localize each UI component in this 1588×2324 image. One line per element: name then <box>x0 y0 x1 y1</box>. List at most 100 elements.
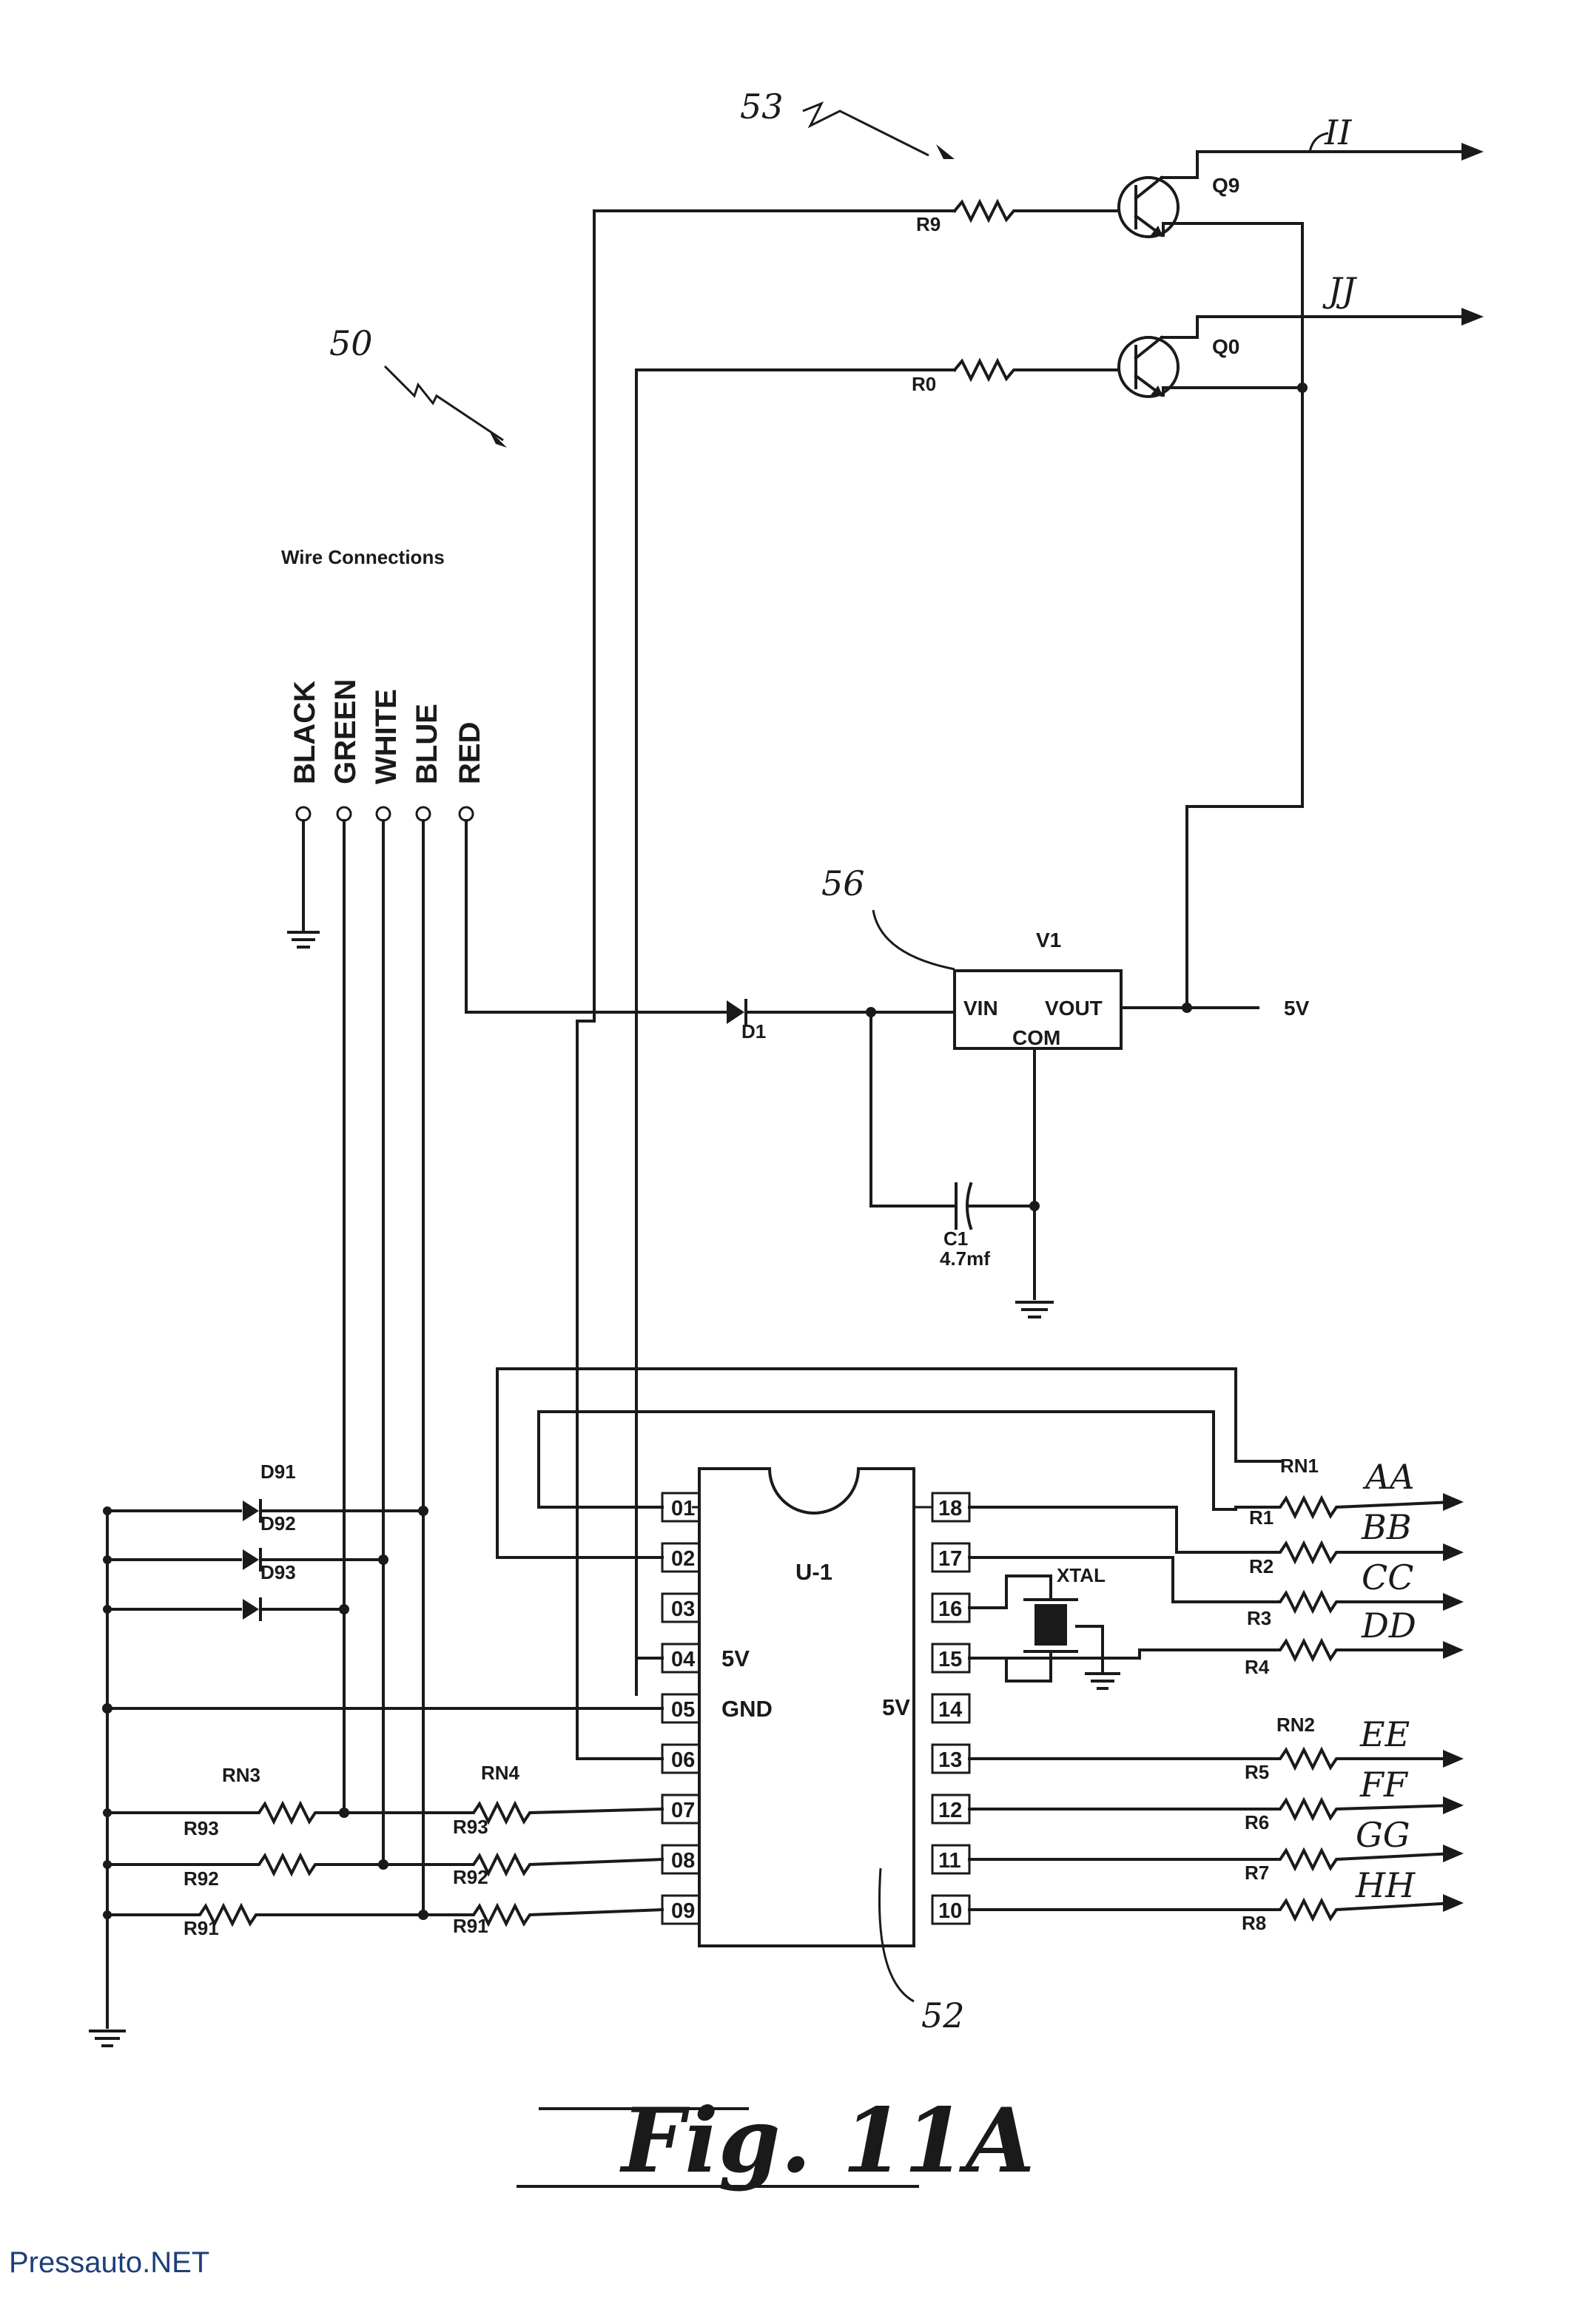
wire-ii-out <box>1160 150 1474 179</box>
ref-56: 56 <box>821 863 865 903</box>
diode-d92-label: D92 <box>260 1512 296 1535</box>
wire-pin06 <box>576 1020 664 1760</box>
wire-cap-left <box>869 1011 956 1208</box>
ref-53: 53 <box>740 87 784 127</box>
wire-blue-label: BLUE <box>411 704 443 784</box>
wire-xtal-15 <box>968 1650 1052 1683</box>
diode-d93-label: D93 <box>260 1561 296 1583</box>
q0-label: Q0 <box>1212 335 1239 358</box>
r0-label: R0 <box>912 373 936 395</box>
wire-connections-title: Wire Connections <box>281 546 445 568</box>
resistor-r4 <box>968 1637 1456 1663</box>
signal-ff: FF <box>1359 1765 1409 1805</box>
wire-pin01-loop <box>537 1410 1215 1511</box>
transistor-q0 <box>1117 335 1180 398</box>
r93-right-label: R93 <box>453 1816 488 1838</box>
ic-right-pins: 18 17 16 15 14 13 12 11 10 <box>931 1492 971 1925</box>
ref-53-leader <box>802 101 929 157</box>
rn1-label: RN1 <box>1280 1455 1319 1477</box>
figure-caption: Fig. 11A <box>619 2089 1034 2193</box>
ground-symbol-xtal <box>1085 1672 1120 1690</box>
pin-11: 11 <box>938 1849 961 1873</box>
resistor-r3 <box>968 1556 1456 1614</box>
rn3-label: RN3 <box>222 1764 260 1786</box>
ref-50-arrowhead <box>488 429 507 448</box>
resistor-r0 <box>952 357 1120 383</box>
r91-right-label: R91 <box>453 1915 488 1937</box>
r92-right-label: R92 <box>453 1866 488 1888</box>
wire-xtal-ground <box>1075 1625 1104 1672</box>
signal-cc: CC <box>1362 1557 1413 1597</box>
signal-aa: AA <box>1362 1457 1414 1497</box>
signal-ee: EE <box>1359 1714 1410 1754</box>
pin-02: 02 <box>671 1547 695 1571</box>
resistor-r8 <box>968 1897 1456 1922</box>
ref-50: 50 <box>329 323 373 363</box>
c1-label: C1 <box>943 1227 968 1250</box>
r92-left-label: R92 <box>184 1867 219 1890</box>
resistor-r1 <box>1212 1495 1456 1520</box>
xtal-label: XTAL <box>1057 1564 1106 1586</box>
r91-left-label: R91 <box>184 1917 219 1939</box>
wire-red-label: RED <box>454 722 486 784</box>
pin-16: 16 <box>938 1597 962 1621</box>
resistor-r9 <box>952 198 1120 223</box>
pin-01: 01 <box>671 1497 695 1520</box>
pin-07: 07 <box>671 1799 695 1822</box>
watermark: Pressauto.NET <box>9 2246 210 2279</box>
capacitor-c1 <box>955 1182 973 1230</box>
r3-label: R3 <box>1247 1607 1271 1629</box>
wire-pin02-loop <box>496 1367 1282 1559</box>
r6-label: R6 <box>1245 1811 1269 1833</box>
wire-r9-line <box>593 209 956 1023</box>
pin-08: 08 <box>671 1849 695 1873</box>
diode-d91-label: D91 <box>260 1461 296 1483</box>
regulator-name: V1 <box>1036 929 1061 952</box>
transistor-q9 <box>1117 175 1180 238</box>
regulator-vout: VOUT <box>1045 997 1103 1020</box>
ground-symbol-left <box>89 2030 126 2047</box>
pin-09: 09 <box>671 1899 695 1923</box>
pin-17: 17 <box>938 1547 962 1571</box>
arrow-ii <box>1461 143 1484 161</box>
arrow-jj <box>1461 308 1484 326</box>
ic-label-5v-right: 5V <box>882 1694 910 1720</box>
ground-symbol-black <box>287 931 320 949</box>
resistor-r6 <box>968 1796 1456 1822</box>
r4-label: R4 <box>1245 1656 1270 1678</box>
pin-06: 06 <box>671 1748 695 1772</box>
signal-gg: GG <box>1356 1815 1410 1855</box>
resistor-r5 <box>968 1746 1456 1771</box>
ic-u1-name: U-1 <box>795 1559 832 1585</box>
ref-56-leader <box>872 909 955 971</box>
r9-label: R9 <box>916 213 941 235</box>
signal-jj: JJ <box>1322 270 1357 310</box>
wire-green-label: GREEN <box>329 679 362 784</box>
ref-50-leader <box>383 365 504 442</box>
r5-label: R5 <box>1245 1761 1269 1783</box>
signal-dd: DD <box>1361 1606 1416 1646</box>
r7-label: R7 <box>1245 1862 1269 1884</box>
pin-13: 13 <box>938 1748 962 1772</box>
wire-q0-emitter <box>1162 386 1304 397</box>
r1-label: R1 <box>1249 1506 1274 1529</box>
wire-terminals <box>295 806 474 822</box>
pin-10: 10 <box>938 1899 962 1923</box>
pin-18: 18 <box>938 1497 962 1520</box>
pin-05: 05 <box>671 1698 695 1722</box>
wire-xtal-16 <box>968 1574 1052 1609</box>
regulator-com: COM <box>1012 1026 1060 1049</box>
regulator-v1 <box>953 969 1123 1050</box>
rn2-label: RN2 <box>1276 1714 1315 1736</box>
resistor-r7 <box>968 1847 1456 1872</box>
ic-left-pins: 01 02 03 04 05 06 07 08 09 <box>661 1492 701 1925</box>
resistor-r2 <box>968 1506 1456 1565</box>
q9-label: Q9 <box>1212 174 1239 197</box>
pin-04: 04 <box>671 1648 695 1671</box>
signal-bb: BB <box>1361 1507 1412 1547</box>
pin-12: 12 <box>938 1799 962 1822</box>
c1-value: 4.7mf <box>940 1247 990 1270</box>
ref-53-arrowhead <box>936 144 955 159</box>
r93-left-label: R93 <box>184 1817 219 1839</box>
